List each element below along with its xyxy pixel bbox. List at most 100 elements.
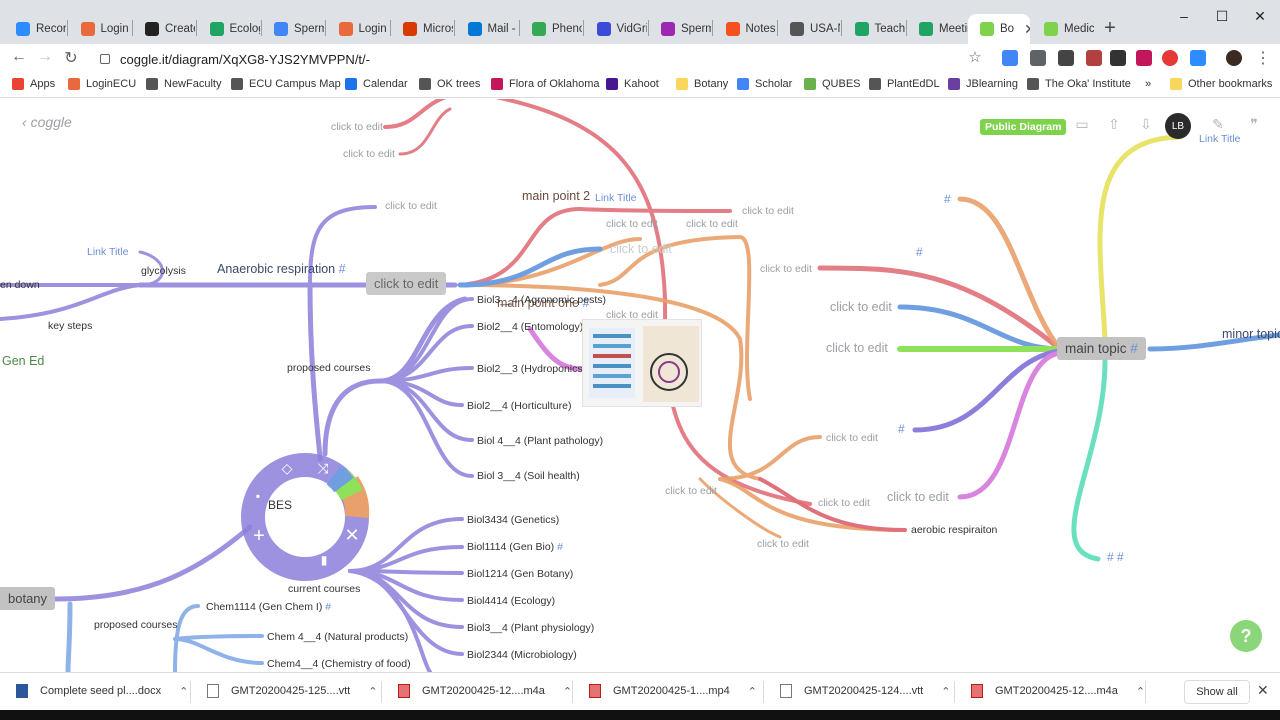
node-click-to-edit[interactable]: click to edit <box>343 148 395 160</box>
bookmark-item[interactable]: Other bookmarks <box>1170 78 1272 90</box>
node-broken-down[interactable]: en down <box>0 279 40 291</box>
browser-tab[interactable]: Pheno <box>520 14 582 44</box>
node-click-to-edit[interactable]: click to edit <box>760 263 812 275</box>
node-click-to-edit[interactable]: click to edit <box>686 218 738 230</box>
bookmark-item[interactable]: NewFaculty <box>146 78 221 90</box>
zoom-icon[interactable] <box>1190 50 1206 66</box>
help-button[interactable]: ? <box>1230 620 1262 652</box>
node-course[interactable]: Biol1114 (Gen Bio) # <box>467 541 563 553</box>
bookmark-item[interactable]: OK trees <box>419 78 480 90</box>
extension-icon[interactable] <box>1002 50 1018 66</box>
node-click-to-edit[interactable]: click to edit <box>385 200 437 212</box>
browser-tab[interactable]: Micros <box>391 14 453 44</box>
node-proposed-courses[interactable]: proposed courses <box>287 362 371 374</box>
browser-tab[interactable]: Notes <box>714 14 776 44</box>
node-click-to-edit[interactable]: click to edit <box>818 497 870 509</box>
node-hash[interactable]: # <box>916 245 923 259</box>
browser-tab[interactable]: VidGri <box>585 14 647 44</box>
star-icon[interactable]: ☆ <box>968 49 982 66</box>
bookmark-item[interactable]: Calendar <box>345 78 408 90</box>
bookmark-item[interactable]: Scholar <box>737 78 792 90</box>
node-main-point-one[interactable]: main point one # <box>497 296 590 310</box>
node-click-to-edit[interactable]: click to edit <box>830 300 892 314</box>
node-main-topic[interactable]: main topic # <box>1057 337 1146 360</box>
node-course[interactable]: Biol2344 (Microbiology) <box>467 649 577 661</box>
bookmark-item[interactable]: Flora of Oklahoma <box>491 78 599 90</box>
browser-tab[interactable]: Sperm <box>262 14 324 44</box>
node-proposed-courses[interactable]: proposed courses <box>94 619 178 631</box>
chevron-up-icon[interactable]: ⌃ <box>368 685 378 698</box>
download-item[interactable]: GMT20200425-124....vtt⌃ <box>780 684 950 698</box>
link-title-corner[interactable]: Link Title <box>1199 133 1241 145</box>
browser-tab[interactable]: Ecolog <box>198 14 260 44</box>
node-gen-ed[interactable]: Gen Ed <box>2 354 45 368</box>
edit-icon[interactable]: ✎ <box>1212 116 1224 132</box>
node-course[interactable]: Biol2__4 (Entomology) <box>477 321 584 333</box>
close-icon[interactable]: ✕ <box>1257 682 1269 698</box>
chevron-up-icon[interactable]: ⌃ <box>179 685 189 698</box>
node-click-to-edit[interactable]: click to edit <box>331 121 383 133</box>
url-bar[interactable]: coggle.it/diagram/XqXG8-YJS2YMVPPN/t/- <box>90 45 990 73</box>
node-click-to-edit[interactable]: click to edit <box>826 432 878 444</box>
browser-tab[interactable]: Meetin <box>907 14 969 44</box>
browser-tab[interactable]: Teache <box>843 14 905 44</box>
browser-tab[interactable]: Record <box>4 14 66 44</box>
node-click-to-edit[interactable]: click to edit <box>887 490 949 504</box>
node-main-point-2[interactable]: main point 2 <box>522 189 591 203</box>
browser-tab[interactable]: USA-N <box>778 14 840 44</box>
profile-avatar[interactable] <box>1226 50 1242 66</box>
chevron-up-icon[interactable]: ⌃ <box>941 685 951 698</box>
menu-dots-icon[interactable]: ⋮ <box>1255 50 1271 67</box>
node-current-courses[interactable]: current courses <box>288 583 361 595</box>
public-diagram-badge[interactable]: Public Diagram <box>980 119 1067 135</box>
bookmark-item[interactable]: PlantEdDL <box>869 78 940 90</box>
user-avatar[interactable]: LB <box>1165 113 1191 139</box>
node-course[interactable]: Biol 3__4 (Soil health) <box>477 470 580 482</box>
node-link-title[interactable]: Link Title <box>87 246 129 258</box>
coggle-back-link[interactable]: ‹ coggle <box>22 114 72 130</box>
bookmark-item[interactable]: QUBES <box>804 78 861 90</box>
comments-icon[interactable]: ❞ <box>1250 116 1258 132</box>
extension-icon[interactable] <box>1058 50 1074 66</box>
node-click-to-edit[interactable]: click to edit <box>610 242 672 256</box>
browser-tab[interactable]: Login <box>327 14 389 44</box>
browser-tab[interactable]: Mail - <box>456 14 518 44</box>
node-click-to-edit[interactable]: click to edit <box>826 341 888 355</box>
browser-tab[interactable]: Bo✕ <box>968 14 1030 44</box>
node-click-to-edit[interactable]: click to edit <box>742 205 794 217</box>
node-course[interactable]: Biol2__4 (Horticulture) <box>467 400 572 412</box>
node-minor-topic[interactable]: minor topic <box>1222 327 1280 341</box>
browser-tab[interactable]: Sperm <box>649 14 711 44</box>
node-click-to-edit[interactable]: click to edit <box>606 218 658 230</box>
extension-icon[interactable] <box>1136 50 1152 66</box>
node-key-steps[interactable]: key steps <box>48 320 93 332</box>
forward-arrow-icon[interactable]: → <box>37 48 53 65</box>
node-course[interactable]: Biol1214 (Gen Botany) <box>467 568 574 580</box>
download-icon[interactable]: ⇩ <box>1140 116 1152 132</box>
node-glycolysis[interactable]: glycolysis <box>141 265 186 277</box>
bookmark-item[interactable]: Kahoot <box>606 78 659 90</box>
bookmark-item[interactable]: JBlearning <box>948 78 1018 90</box>
back-arrow-icon[interactable]: ← <box>11 48 27 65</box>
extension-icon[interactable] <box>1110 50 1126 66</box>
pdf-icon[interactable] <box>1086 50 1102 66</box>
download-item[interactable]: GMT20200425-12....m4a⌃ <box>971 684 1145 698</box>
chevron-up-icon[interactable]: ⌃ <box>1135 685 1146 698</box>
window-close-icon[interactable]: ✕ <box>1254 8 1266 24</box>
maximize-icon[interactable]: ☐ <box>1215 8 1229 24</box>
node-course[interactable]: Biol2__3 (Hydroponics) <box>477 363 587 375</box>
node-link-title[interactable]: Link Title <box>595 192 637 204</box>
reload-icon[interactable]: ↻ <box>64 50 78 67</box>
download-item[interactable]: GMT20200425-1....mp4⌃ <box>589 684 757 698</box>
comment-icon[interactable]: ▪ <box>255 489 261 503</box>
diamond-icon[interactable]: ◇ <box>281 460 293 476</box>
present-icon[interactable]: ▭ <box>1075 116 1089 132</box>
node-course[interactable]: Biol3434 (Genetics) <box>467 514 560 526</box>
chevron-up-icon[interactable]: ⌃ <box>747 685 758 698</box>
node-anaerobic-respiration[interactable]: Anaerobic respiration # <box>217 262 346 276</box>
shuffle-icon[interactable]: ⤨ <box>317 460 329 476</box>
node-hash[interactable]: # <box>898 422 905 436</box>
node-course[interactable]: Chem4__4 (Chemistry of food) <box>267 658 411 670</box>
add-icon[interactable]: + <box>253 525 265 547</box>
node-click-to-edit[interactable]: click to edit <box>606 309 658 321</box>
